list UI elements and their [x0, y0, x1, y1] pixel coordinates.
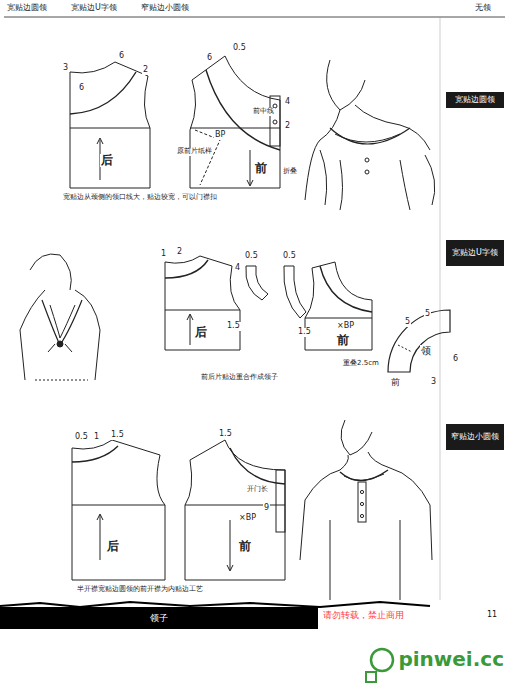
- note-text: 请勿转载，禁止商用: [322, 611, 405, 621]
- callout-number: 6: [452, 355, 459, 364]
- callout-number: 后: [100, 154, 114, 167]
- callout-number: BP: [214, 131, 226, 140]
- callout-number: 前: [390, 378, 401, 388]
- note-text: 半开襟宽贴边圆领的前开襟为内贴边工艺: [76, 586, 204, 594]
- callout-number: 开门长: [246, 486, 269, 494]
- callout-number: 前中线: [252, 108, 275, 116]
- callout-number: 4: [284, 98, 291, 107]
- callout-number: 前: [254, 162, 268, 175]
- callout-number: 1.5: [226, 322, 241, 331]
- section-tab: 宽贴边U字领: [446, 240, 504, 266]
- tab-text: 窄贴边小圆领: [451, 432, 499, 442]
- callout-number: 3: [430, 378, 437, 387]
- tab-text: 领子: [150, 613, 168, 624]
- header-text: 窄贴边小圆领: [140, 4, 190, 13]
- callout-number: 1.5: [110, 431, 125, 440]
- callout-number: 0.5: [74, 433, 89, 442]
- header-text: 宽贴边圆领: [6, 4, 48, 13]
- note-text: 重叠2.5cm: [342, 360, 380, 368]
- callout-number: 原前片纸样: [176, 148, 213, 156]
- note-text: 宽贴边从颈侧的领口线大，贴边较宽，可以门襟扣: [62, 194, 218, 202]
- callout-number: 1.5: [218, 430, 233, 439]
- callout-number: 2: [142, 66, 149, 75]
- callout-number: 0.5: [232, 44, 247, 53]
- callout-number: 1: [160, 250, 167, 259]
- callout-number: 后: [106, 540, 120, 553]
- callout-number: 2: [176, 248, 183, 257]
- callout-number: 4: [234, 264, 241, 273]
- header-text: 无领: [474, 4, 492, 13]
- tab-text: 宽贴边U字领: [452, 248, 498, 258]
- note-text: pinwei.cc: [397, 648, 505, 670]
- header-text: 宽贴边U字领: [70, 4, 118, 13]
- callout-number: 0.5: [244, 252, 259, 261]
- callout-number: 6: [206, 54, 213, 63]
- callout-number: 6: [78, 84, 85, 93]
- callout-number: 后: [194, 326, 208, 339]
- callout-number: 1: [93, 433, 100, 442]
- callout-number: ×BP: [238, 514, 257, 523]
- callout-number: 5: [424, 310, 431, 319]
- section-tab: 宽贴边圆领: [446, 92, 504, 108]
- callout-number: 前: [336, 334, 350, 347]
- footer-band: 领子: [0, 607, 318, 629]
- callout-number: 11: [486, 611, 498, 620]
- callout-number: 6: [118, 52, 125, 61]
- callout-number: 1.5: [297, 328, 312, 337]
- callout-number: 领: [420, 345, 432, 356]
- caption: 前后片贴边重合作成领子: [200, 374, 279, 382]
- tab-text: 宽贴边圆领: [455, 95, 495, 105]
- callout-number: 9: [263, 504, 270, 513]
- callout-number: 5: [404, 318, 411, 327]
- callout-number: 折叠: [282, 168, 298, 176]
- callout-number: 0.5: [282, 252, 297, 261]
- section-tab: 窄贴边小圆领: [446, 424, 504, 450]
- callout-number: ×BP: [336, 322, 355, 331]
- callout-number: 前: [238, 540, 252, 553]
- callout-number: 2: [284, 122, 291, 131]
- callout-number: 3: [62, 64, 69, 73]
